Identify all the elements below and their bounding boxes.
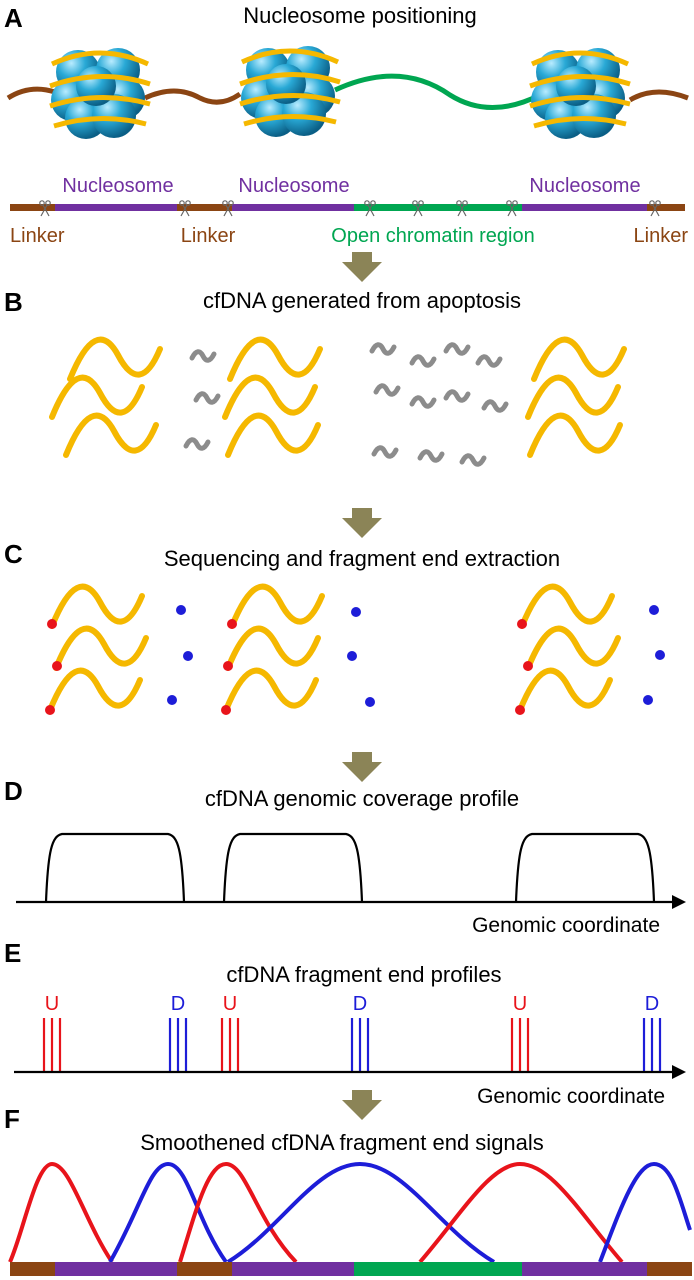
panel-d-letter: D — [4, 776, 23, 806]
sequenced-fragments-c — [45, 587, 665, 715]
fragment-end-profile-e — [14, 1018, 686, 1079]
panel-a-letter: A — [4, 3, 23, 33]
downstream-label: D — [171, 993, 185, 1015]
panel-f-title: Smoothened cfDNA fragment end signals — [140, 1130, 544, 1155]
linker-label-2: Linker — [181, 225, 236, 247]
linker-label-1: Linker — [10, 225, 65, 247]
down-arrow-icon — [342, 252, 382, 282]
panel-b-letter: B — [4, 287, 23, 317]
panel-b-title: cfDNA generated from apoptosis — [203, 288, 521, 313]
nucleosome-3 — [530, 48, 630, 139]
nucleosome-label-3: Nucleosome — [529, 175, 640, 197]
nucleosome-1 — [50, 48, 150, 139]
nucleosome-label-1: Nucleosome — [62, 175, 173, 197]
panel-f-letter: F — [4, 1104, 20, 1134]
down-arrow-icon — [342, 752, 382, 782]
nucleosome-illustration — [6, 46, 689, 139]
genome-track-a — [10, 200, 685, 217]
downstream-label: D — [645, 993, 659, 1015]
nucleosome-label-2: Nucleosome — [238, 175, 349, 197]
linker-label-3: Linker — [634, 225, 689, 247]
cfdna-fragments-b — [52, 340, 624, 465]
coverage-profile-d — [16, 832, 686, 909]
panel-e-letter: E — [4, 938, 21, 968]
down-arrow-icon — [342, 1090, 382, 1120]
down-arrow-icon — [342, 508, 382, 538]
panel-e-xlabel: Genomic coordinate — [477, 1085, 665, 1108]
panel-a-title: Nucleosome positioning — [243, 3, 477, 28]
panel-c-letter: C — [4, 539, 23, 569]
smoothed-signals-f — [8, 1161, 692, 1276]
upstream-label: U — [223, 993, 237, 1015]
upstream-label: U — [45, 993, 59, 1015]
panel-d-xlabel: Genomic coordinate — [472, 914, 660, 937]
upstream-label: U — [513, 993, 527, 1015]
nucleosome-2 — [240, 46, 340, 137]
panel-d-title: cfDNA genomic coverage profile — [205, 786, 519, 811]
open-chromatin-label: Open chromatin region — [331, 225, 534, 247]
panel-c-title: Sequencing and fragment end extraction — [164, 546, 560, 571]
panel-e-title: cfDNA fragment end profiles — [226, 962, 501, 987]
downstream-label: D — [353, 993, 367, 1015]
